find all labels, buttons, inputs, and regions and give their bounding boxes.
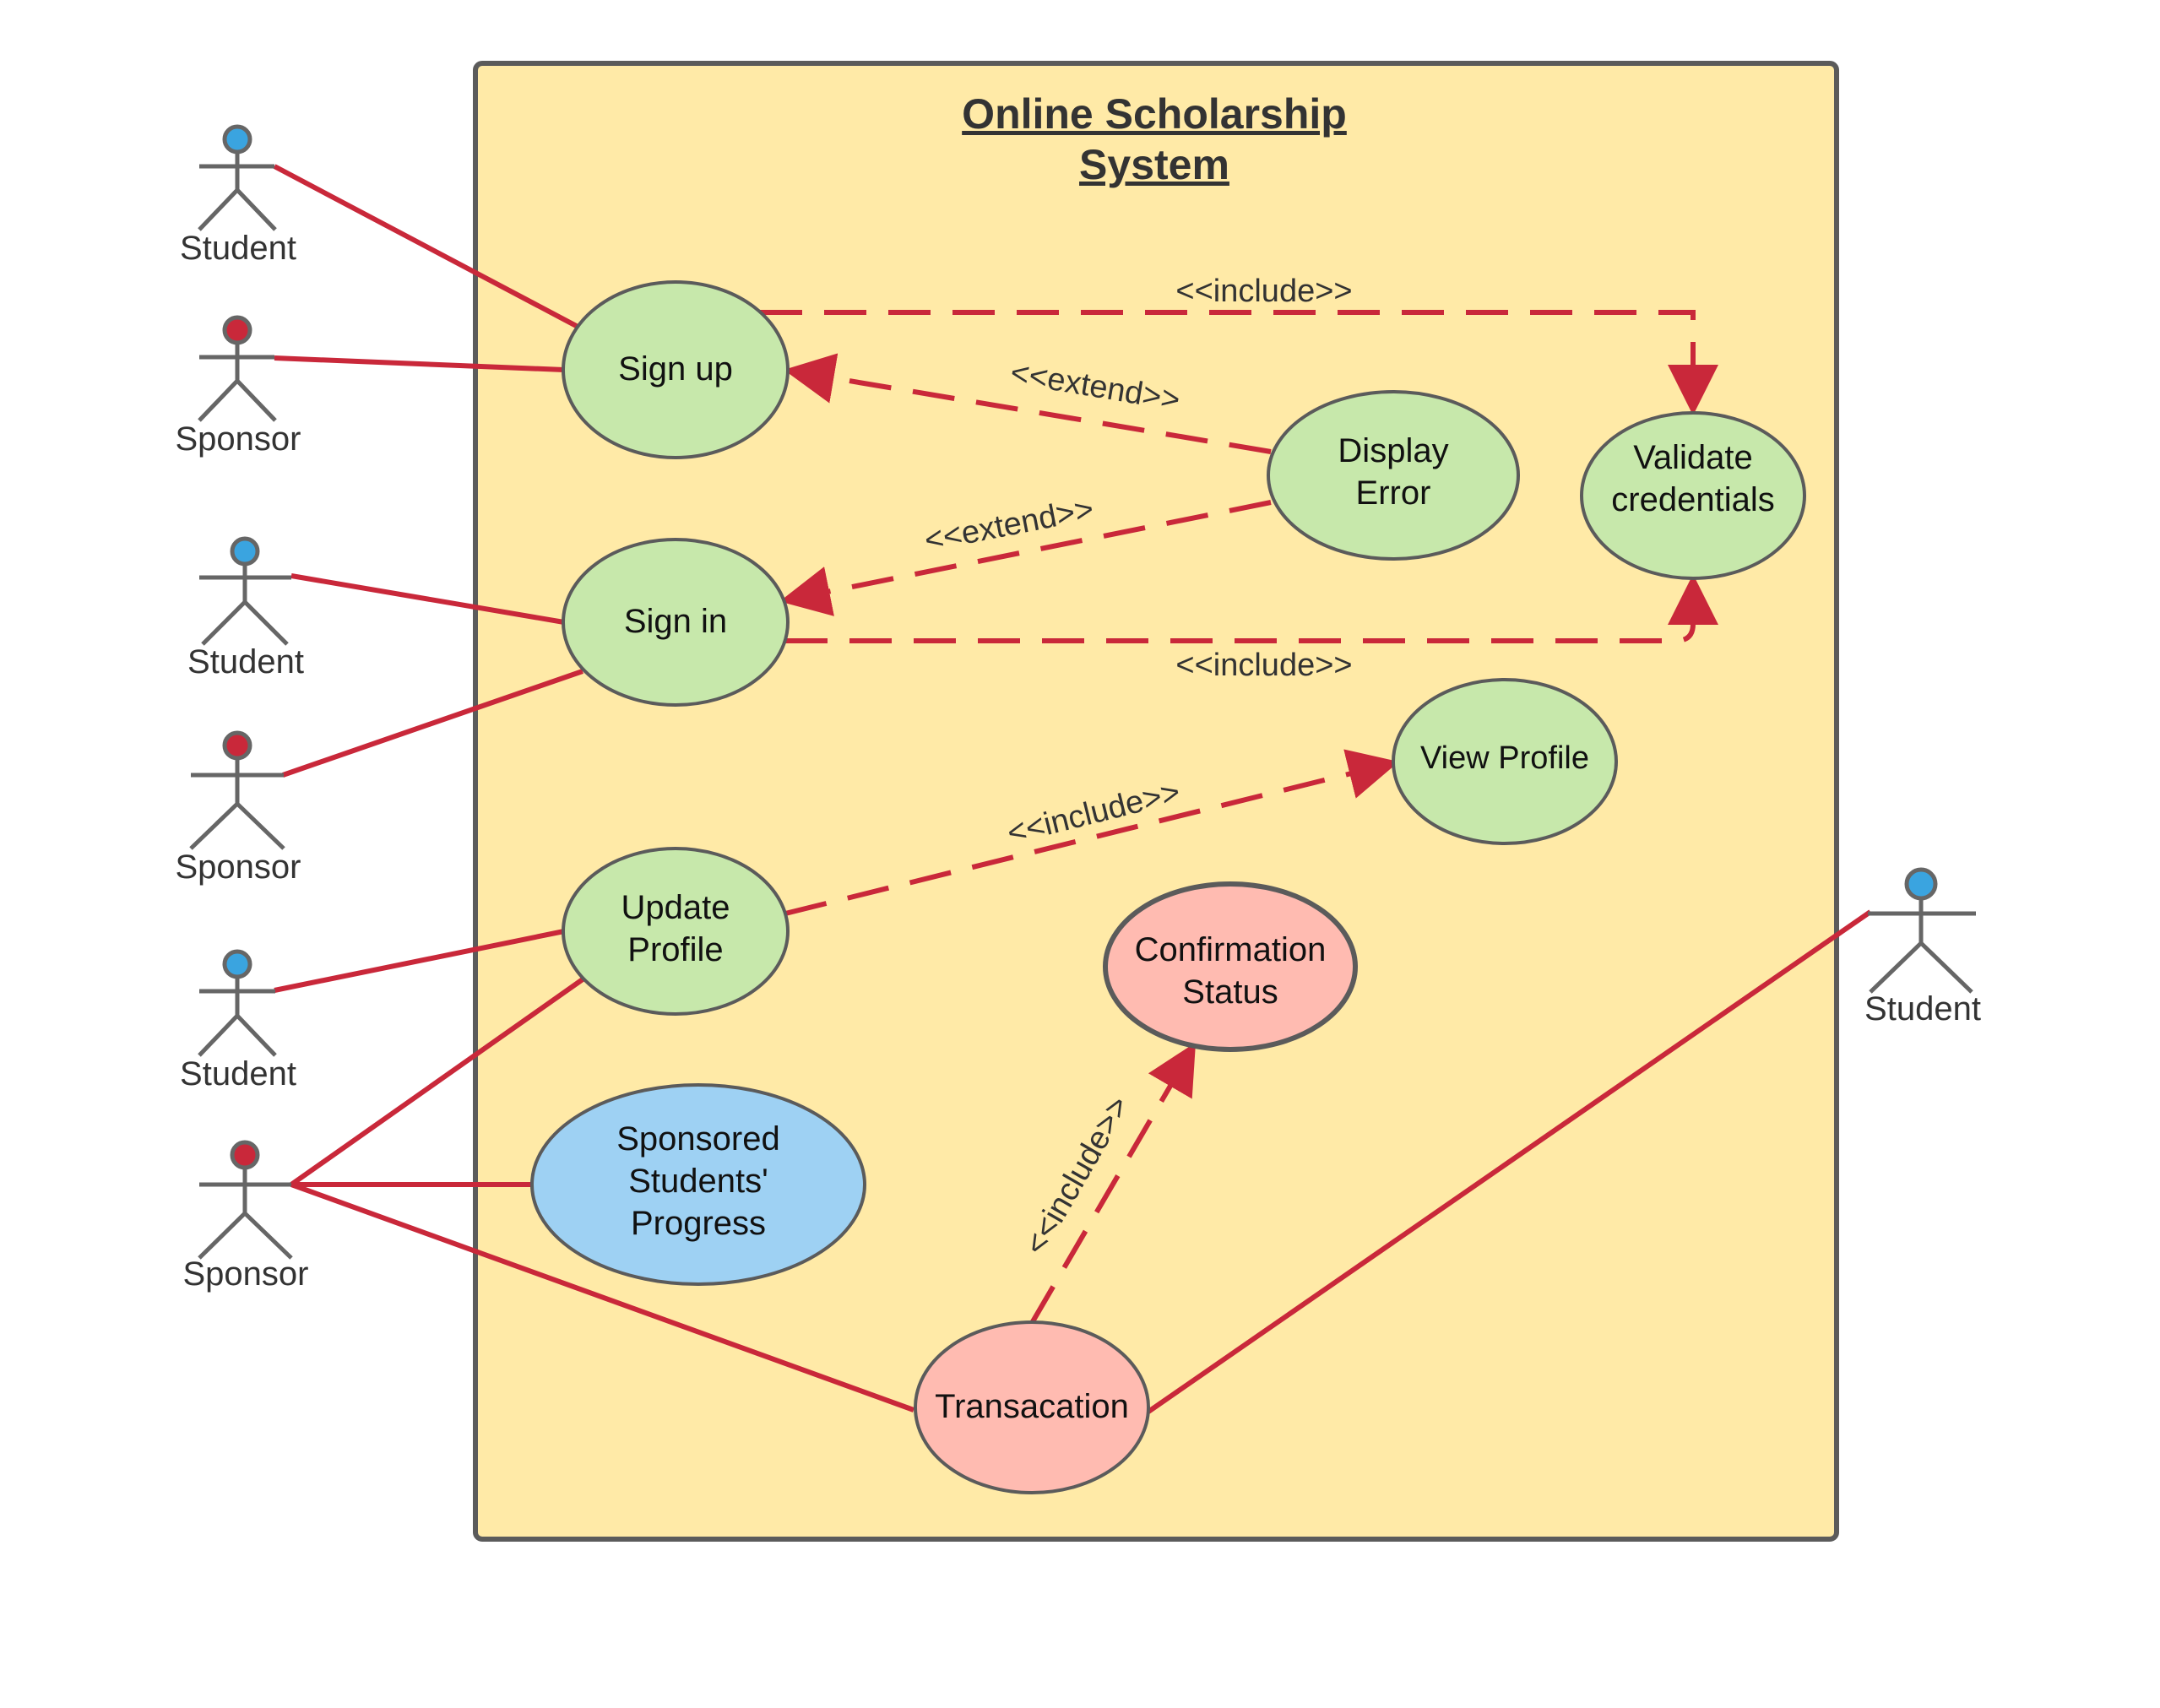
- usecase-sign-in-label: Sign in: [624, 603, 727, 640]
- usecase-sign-in[interactable]: Sign in: [562, 538, 790, 707]
- assoc-sponsor1-signup: [274, 355, 565, 372]
- assoc-student2-signin: [290, 573, 565, 625]
- extend-error-signup-line: [784, 353, 1272, 454]
- system-title-line2: System: [1079, 141, 1229, 188]
- include-label-signin-validate: <<include>>: [1175, 648, 1352, 683]
- include-transaction-confirm-line: [1029, 1042, 1197, 1325]
- usecase-confirmation-status-label-2: Status: [1182, 973, 1278, 1011]
- include-signup-validate-line: [760, 310, 1718, 415]
- include-signin-validate-line: [785, 574, 1718, 643]
- usecase-validate-credentials-label-2: credentials: [1611, 481, 1774, 518]
- usecase-validate-credentials-label-1: Validate: [1633, 439, 1753, 476]
- usecase-display-error-label-1: Display: [1338, 432, 1448, 469]
- actor-student-2-label: Student: [187, 643, 304, 680]
- usecase-view-profile-label: View Profile: [1420, 740, 1589, 776]
- assoc-student1-signup: [273, 164, 584, 332]
- usecase-display-error[interactable]: Display Error: [1267, 390, 1520, 561]
- actor-student-3[interactable]: Student: [180, 949, 296, 1093]
- assoc-student4-transaction: [1147, 909, 1872, 1414]
- actor-sponsor-2-label: Sponsor: [176, 849, 301, 886]
- actor-student-1[interactable]: Student: [180, 124, 296, 267]
- usecase-sponsored-progress-label-2: Students': [628, 1163, 768, 1200]
- actor-sponsor-2[interactable]: Sponsor: [176, 730, 301, 886]
- usecase-sponsored-progress-label-3: Progress: [631, 1205, 766, 1242]
- usecase-transaction[interactable]: Transacation: [914, 1320, 1150, 1494]
- actor-student-4-label: Student: [1864, 990, 1981, 1028]
- usecase-sponsored-progress-label-1: Sponsored: [616, 1120, 779, 1158]
- include-update-view-line: [784, 749, 1399, 916]
- assoc-student3-update: [274, 929, 565, 993]
- usecase-view-profile[interactable]: View Profile: [1392, 678, 1618, 845]
- actor-sponsor-3[interactable]: Sponsor: [183, 1140, 309, 1293]
- usecase-update-profile[interactable]: Update Profile: [562, 847, 790, 1016]
- assoc-sponsor3-update: [290, 977, 584, 1187]
- actor-sponsor-1[interactable]: Sponsor: [176, 315, 301, 458]
- usecase-transaction-label: Transacation: [935, 1388, 1129, 1425]
- system-title-line1: Online Scholarship: [962, 90, 1347, 138]
- usecase-confirmation-status[interactable]: Confirmation Status: [1103, 881, 1358, 1052]
- include-label-signup-validate: <<include>>: [1175, 274, 1352, 309]
- assoc-sponsor3-transaction: [290, 1182, 915, 1412]
- usecase-sponsored-students-progress[interactable]: Sponsored Students' Progress: [530, 1083, 866, 1286]
- usecase-validate-credentials[interactable]: Validate credentials: [1580, 411, 1806, 580]
- actor-student-3-label: Student: [180, 1055, 296, 1093]
- actor-sponsor-3-label: Sponsor: [183, 1255, 309, 1293]
- actor-student-2[interactable]: Student: [187, 536, 304, 680]
- usecase-sign-up-label: Sign up: [618, 350, 733, 388]
- usecase-update-profile-label-1: Update: [621, 889, 730, 926]
- actor-student-1-label: Student: [180, 230, 296, 267]
- usecase-confirmation-status-label-1: Confirmation: [1135, 931, 1327, 968]
- extend-error-signin-line: [779, 500, 1272, 616]
- usecase-update-profile-label-2: Profile: [627, 931, 723, 968]
- actor-sponsor-1-label: Sponsor: [176, 420, 301, 458]
- assoc-sponsor2-signin: [282, 669, 583, 778]
- usecase-display-error-label-2: Error: [1356, 474, 1431, 512]
- usecase-sign-up[interactable]: Sign up: [562, 280, 790, 459]
- actor-student-4[interactable]: Student: [1864, 867, 1981, 1028]
